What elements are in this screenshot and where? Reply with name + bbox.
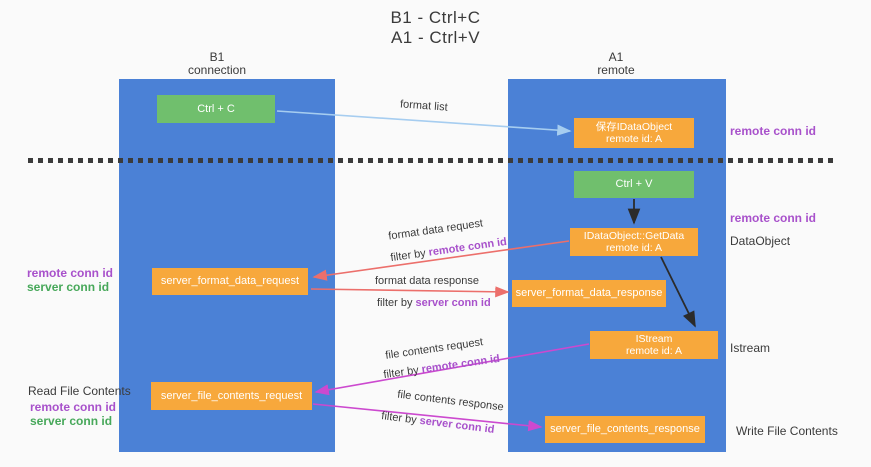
- server-conn-id-text: server conn id: [415, 297, 491, 309]
- filter-by-text: filter by: [380, 410, 421, 427]
- lane-header-b1: B1 connection: [147, 51, 287, 77]
- getdata-line2: remote id: A: [605, 242, 663, 254]
- title-line-2: A1 - Ctrl+V: [390, 28, 481, 47]
- server-file-contents-response-label: server_file_contents_response: [550, 423, 700, 435]
- server-file-contents-request-label: server_file_contents_request: [160, 389, 303, 402]
- server-conn-id-annotation-left-1: server conn id: [27, 280, 110, 294]
- diagram-title: B1 - Ctrl+C A1 - Ctrl+V: [0, 8, 871, 48]
- write-file-contents-annotation: Write File Contents: [736, 424, 838, 438]
- getdata-line1: IDataObject::GetData: [583, 230, 685, 242]
- remote-conn-id-annotation-left-1: remote conn id: [27, 266, 114, 280]
- remote-conn-id-text: remote conn id: [427, 235, 508, 259]
- lane-a1-name: A1: [608, 50, 624, 64]
- lane-b1-subtitle: connection: [187, 63, 247, 77]
- server-file-contents-response-box: server_file_contents_response: [545, 416, 705, 443]
- istream-line1: IStream: [635, 333, 673, 345]
- server-format-data-response-box: server_format_data_response: [512, 280, 666, 307]
- remote-conn-id-annotation-top: remote conn id: [730, 124, 817, 138]
- read-file-contents-annotation: Read File Contents: [28, 384, 131, 398]
- filter-by-server-label-2: filter by server conn id: [381, 410, 495, 436]
- server-conn-id-annotation-left-2: server conn id: [30, 414, 113, 428]
- title-line-1: B1 - Ctrl+C: [390, 8, 481, 27]
- save-dataobject-line1: 保存IDataObject: [595, 121, 673, 133]
- ctrl-c-box: Ctrl + C: [157, 95, 275, 123]
- filter-by-remote-label-1: filter by remote conn id: [390, 236, 508, 264]
- getdata-box: IDataObject::GetData remote id: A: [570, 228, 698, 256]
- remote-conn-id-annotation-mid: remote conn id: [730, 211, 817, 225]
- server-conn-id-text: server conn id: [418, 414, 496, 436]
- dataobject-annotation: DataObject: [730, 234, 791, 248]
- ctrl-v-label: Ctrl + V: [615, 178, 653, 190]
- remote-conn-id-text: remote conn id: [420, 352, 501, 376]
- file-contents-response-label: file contents response: [396, 388, 505, 414]
- phase-separator-dashed-line: [28, 158, 834, 163]
- lane-a1-subtitle: remote: [597, 63, 635, 77]
- save-dataobject-line2: remote id: A: [605, 133, 663, 145]
- server-format-data-request-label: server_format_data_request: [160, 275, 300, 287]
- istream-box: IStream remote id: A: [590, 331, 718, 359]
- arrow-format-data-response: [310, 286, 510, 298]
- istream-annotation: Istream: [730, 341, 771, 355]
- server-format-data-response-label: server_format_data_response: [515, 287, 663, 299]
- lane-header-a1: A1 remote: [546, 51, 686, 77]
- format-list-label: format list: [399, 98, 449, 114]
- format-data-request-label: format data request: [387, 217, 484, 243]
- server-file-contents-request-box: server_file_contents_request: [151, 382, 312, 410]
- remote-conn-id-annotation-left-2: remote conn id: [30, 400, 117, 414]
- ctrl-c-label: Ctrl + C: [197, 102, 235, 115]
- save-dataobject-box: 保存IDataObject remote id: A: [574, 118, 694, 148]
- filter-by-text: filter by: [382, 363, 423, 382]
- server-format-data-request-box: server_format_data_request: [152, 268, 308, 295]
- filter-by-server-label-1: filter by server conn id: [377, 297, 491, 309]
- istream-line2: remote id: A: [625, 345, 683, 357]
- filter-by-text: filter by: [389, 246, 430, 265]
- lane-b1-name: B1: [209, 50, 225, 64]
- format-data-response-label: format data response: [375, 275, 479, 287]
- ctrl-v-box: Ctrl + V: [574, 171, 694, 198]
- filter-by-text: filter by: [377, 297, 416, 309]
